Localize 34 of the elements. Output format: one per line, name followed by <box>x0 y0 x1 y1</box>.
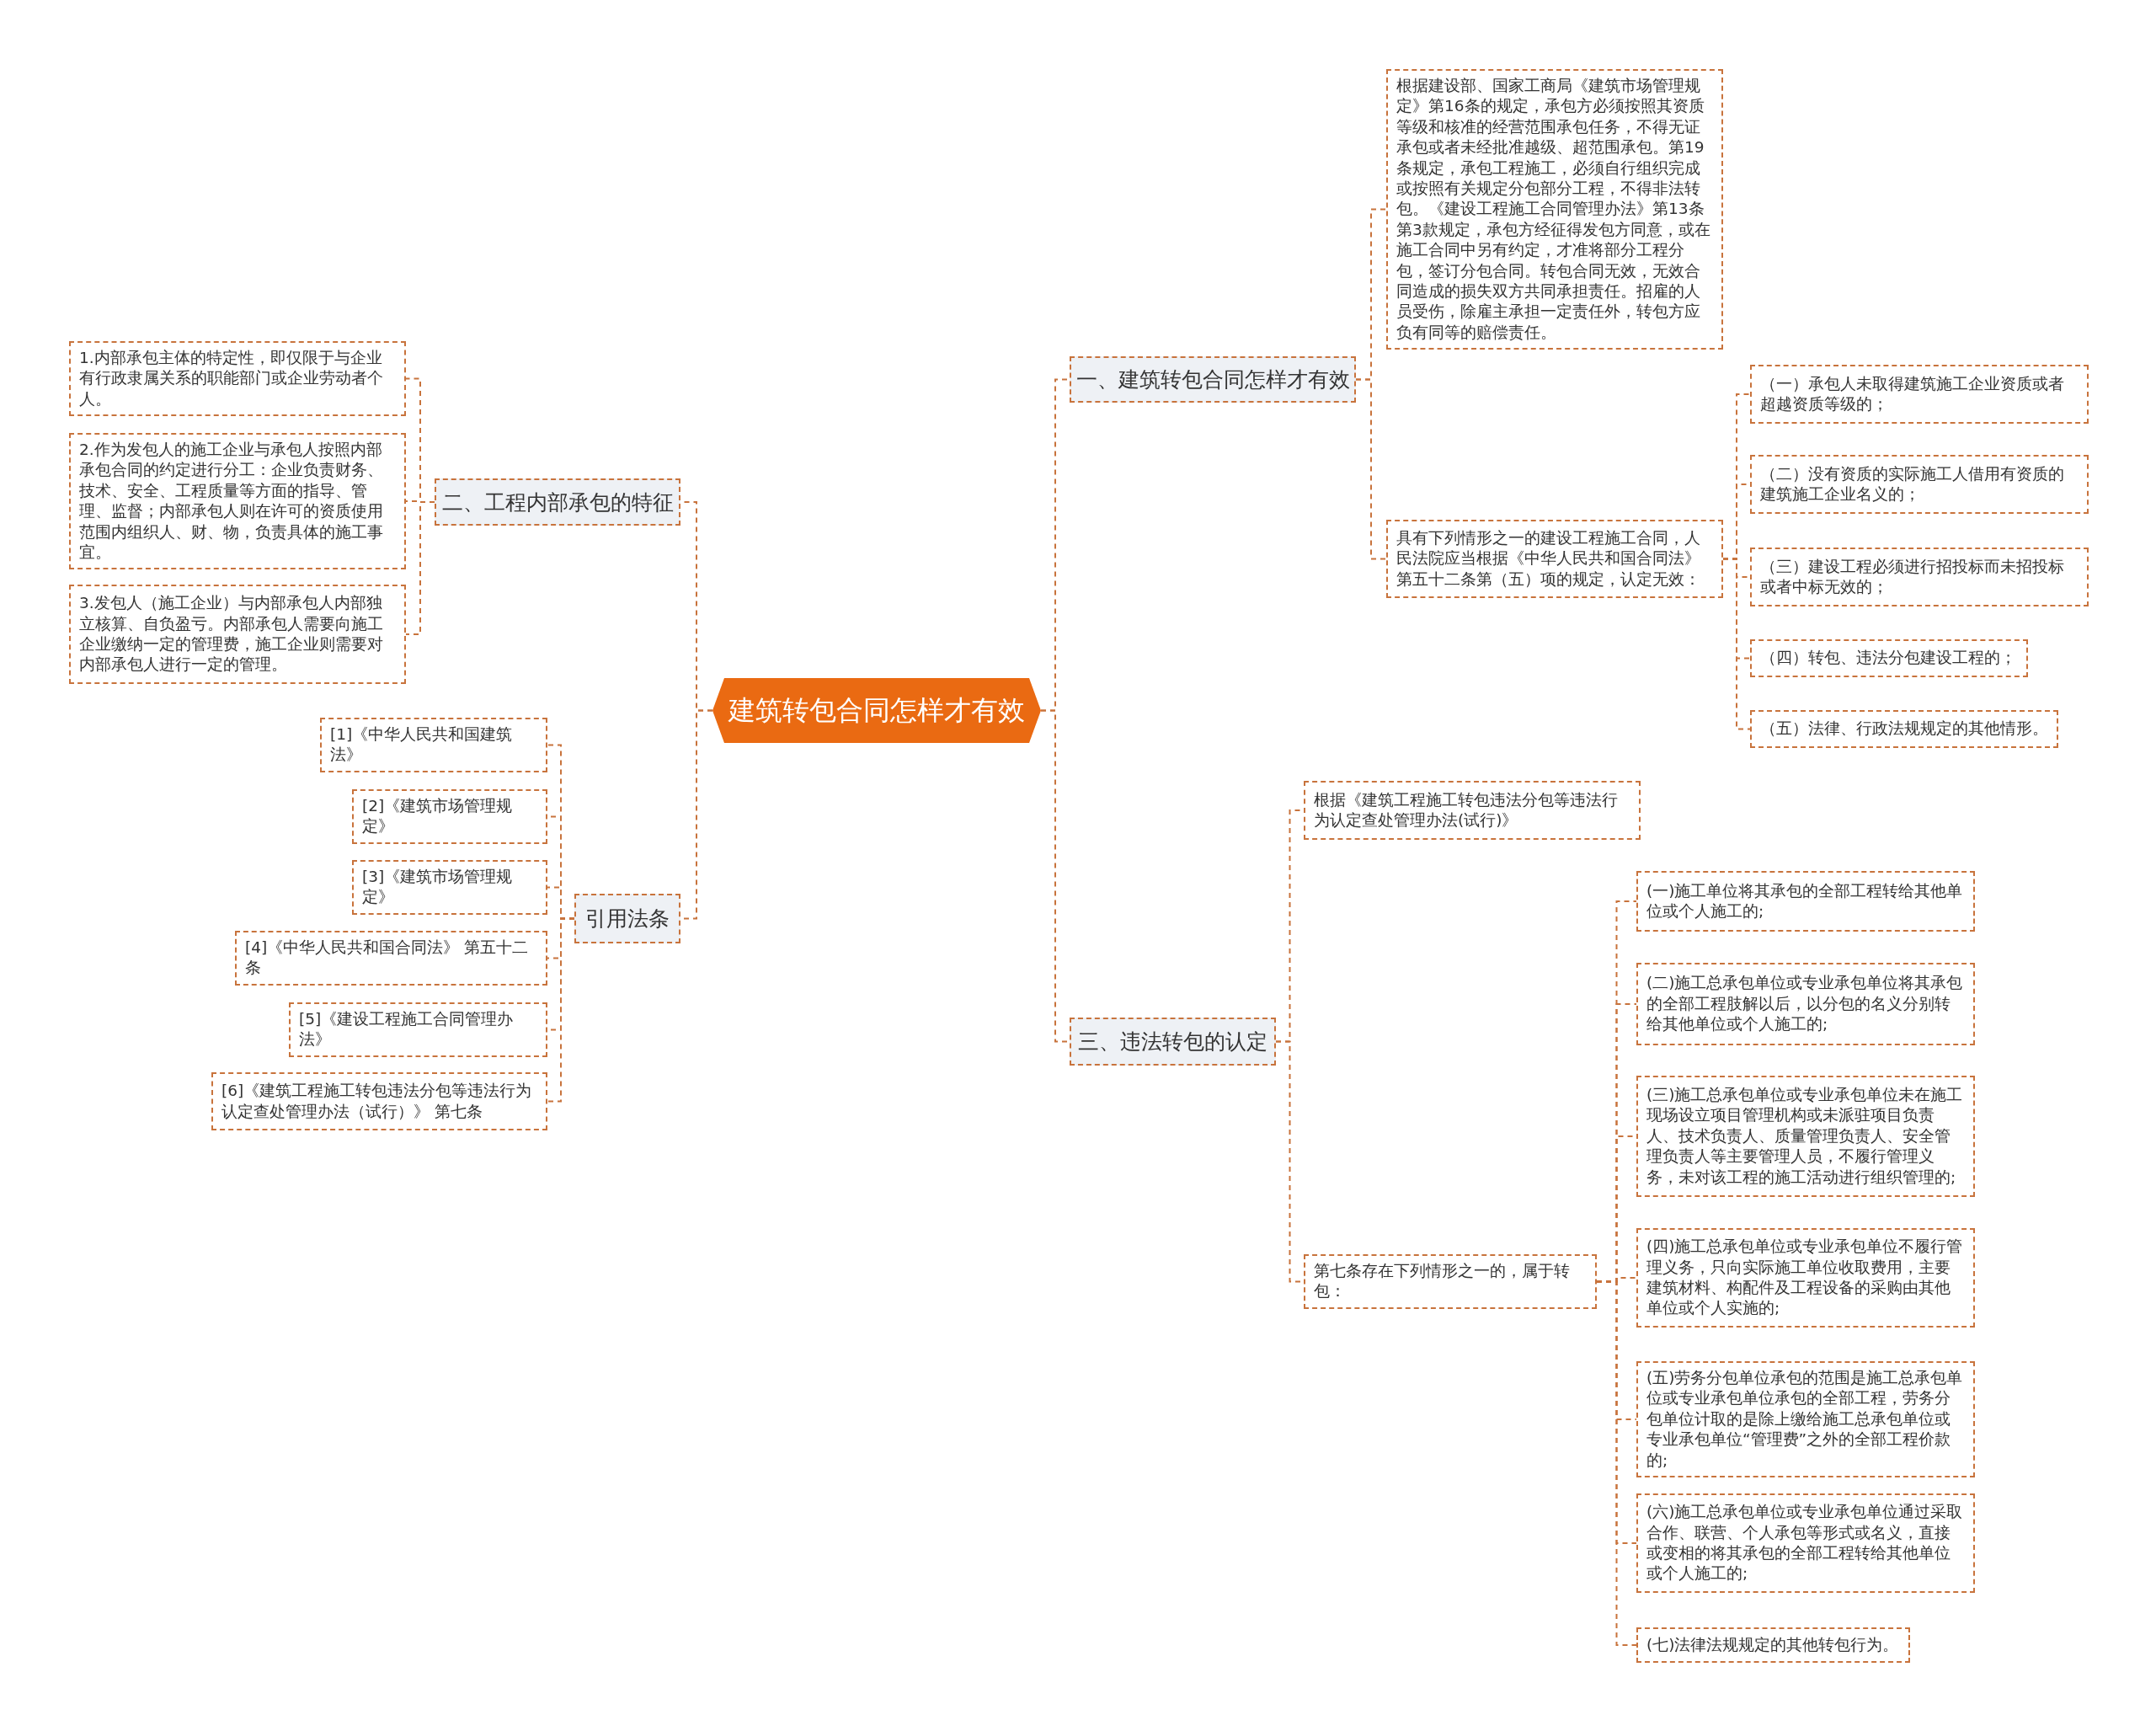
text-box: （三）建设工程必须进行招投标而未招投标或者中标无效的； <box>1750 548 2089 606</box>
text-box: (四)施工总承包单位或专业承包单位不履行管理义务，只向实际施工单位收取费用，主要建筑材料、构配件及工程设备的采购由其他单位或个人实施的; <box>1636 1228 1975 1328</box>
text-box: 2.作为发包人的施工企业与承包人按照内部承包合同的约定进行分工：企业负责财务、技术、安全、工程质量等方面的指导、管理、监督；内部承包人则在许可的资质使用范围内组织人、财、物，负责具体的施工事宜。 <box>69 433 406 570</box>
text-box: [4]《中华人民共和国合同法》 第五十二条 <box>235 931 547 986</box>
text-box: (七)法律法规规定的其他转包行为。 <box>1636 1627 1910 1663</box>
branch-topic: 三、违法转包的认定 <box>1070 1018 1276 1066</box>
text-box: (六)施工总承包单位或专业承包单位通过采取合作、联营、个人承包等形式或名义，直接或变相的将其承包的全部工程转给其他单位或个人施工的; <box>1636 1493 1975 1593</box>
text-box: [6]《建筑工程施工转包违法分包等违法行为认定查处管理办法（试行）》 第七条 <box>211 1072 547 1130</box>
text-box: 1.内部承包主体的特定性，即仅限于与企业有行政隶属关系的职能部门或企业劳动者个人。 <box>69 341 406 417</box>
branch-topic: 二、工程内部承包的特征 <box>435 478 680 526</box>
text-box: 3.发包人（施工企业）与内部承包人内部独立核算、自负盈亏。内部承包人需要向施工企业缴纳一定的管理费，施工企业则需要对内部承包人进行一定的管理。 <box>69 585 406 684</box>
connector-line <box>1722 558 1751 730</box>
connector-line <box>405 501 435 635</box>
branch-topic: 一、建筑转包合同怎样才有效 <box>1070 356 1356 403</box>
text-box: [2]《建筑市场管理规定》 <box>352 789 547 844</box>
branch-topic: 引用法条 <box>574 894 680 943</box>
text-box: [3]《建筑市场管理规定》 <box>352 860 547 915</box>
text-box: （五）法律、行政法规规定的其他情形。 <box>1750 710 2058 748</box>
text-box: 根据建设部、国家工商局《建筑市场管理规定》第16条的规定，承包方必须按照其资质等级和核准的经营范围承包任务，不得无证承包或者未经批准越级、超范围承包。第19条规定，承包工程施工，必须自行组织完成或按照有关规定分包部分工程，不得非法转包。《建设工程施工合同管理办法》第13条第3款规定，承包方经征得发包方同意，或在施工合同中另有约定，才准将部分工程分包，签订分包合同。转包合同无效，无效合同造成的损失双方共同承担责任。招雇的人员受伤，除雇主承担一定责任外，转包方应负有同等的赔偿责任。 <box>1386 69 1723 350</box>
text-box: （一）承包人未取得建筑施工企业资质或者超越资质等级的； <box>1750 365 2089 424</box>
text-box: 具有下列情形之一的建设工程施工合同，人民法院应当根据《中华人民共和国合同法》第五十二条第（五）项的规定，认定无效： <box>1386 520 1723 598</box>
central-topic: 建筑转包合同怎样才有效 <box>712 678 1041 743</box>
connector-line <box>547 917 575 1103</box>
text-box: 第七条存在下列情形之一的，属于转包： <box>1304 1254 1597 1309</box>
text-box: （二）没有资质的实际施工人借用有资质的建筑施工企业名义的； <box>1750 455 2089 514</box>
text-box: (三)施工总承包单位或专业承包单位未在施工现场设立项目管理机构或未派驻项目负责人、技术负责人、质量管理负责人、安全管理负责人等主要管理人员，不履行管理义务，未对该工程的施工活动进行组织管理的; <box>1636 1076 1975 1197</box>
text-box: 根据《建筑工程施工转包违法分包等违法行为认定查处管理办法(试行)》 <box>1304 781 1641 840</box>
text-box: [5]《建设工程施工合同管理办法》 <box>289 1002 547 1057</box>
text-box: (一)施工单位将其承包的全部工程转给其他单位或个人施工的; <box>1636 871 1975 932</box>
text-box: (二)施工总承包单位或专业承包单位将其承包的全部工程肢解以后，以分包的名义分别转给其他单位或个人施工的; <box>1636 963 1975 1045</box>
text-box: (五)劳务分包单位承包的范围是施工总承包单位或专业承包单位承包的全部工程，劳务分包单位计取的是除上缴给施工总承包单位或专业承包单位“管理费”之外的全部工程价款的; <box>1636 1361 1975 1478</box>
text-box: （四）转包、违法分包建设工程的； <box>1750 639 2028 677</box>
connector-line <box>1355 378 1387 560</box>
text-box: [1]《中华人民共和国建筑法》 <box>320 718 547 772</box>
